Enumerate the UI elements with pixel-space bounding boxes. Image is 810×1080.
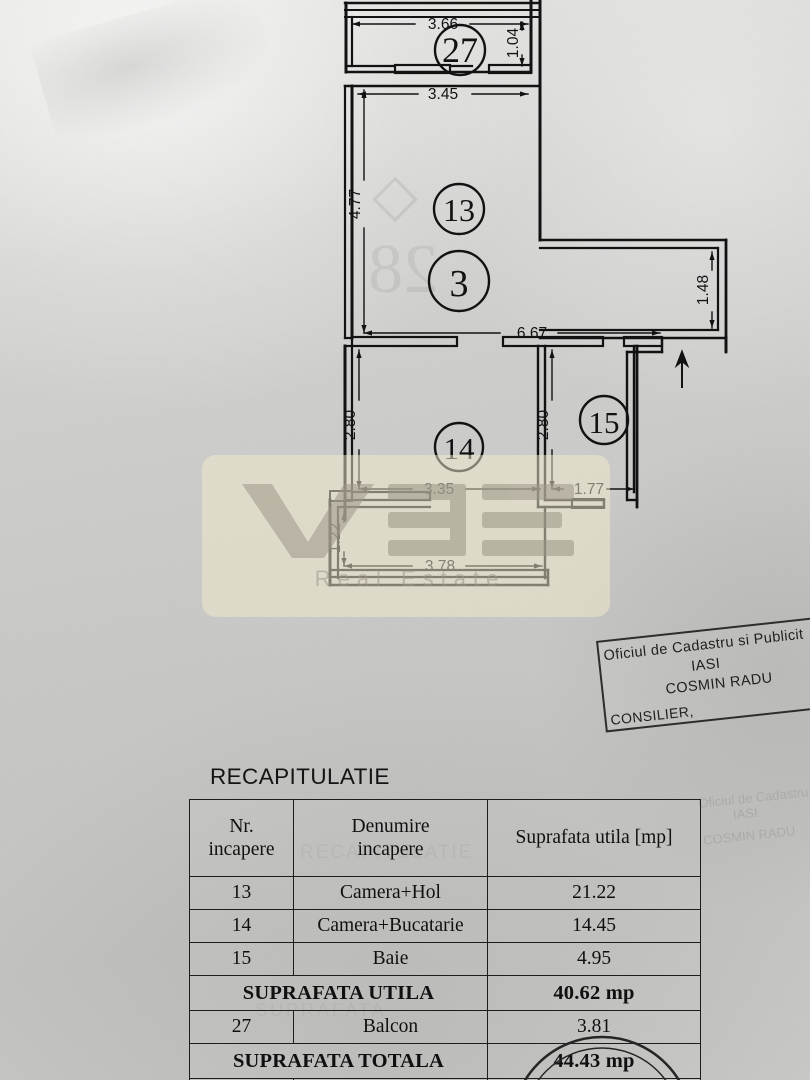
- stamp-person-name: COSMIN RADU: [664, 670, 774, 698]
- table-row: 13 Camera+Hol 21.22: [189, 876, 701, 910]
- header-suprafata-utila: Suprafata utila [mp]: [487, 799, 701, 877]
- row-nr: 14: [189, 909, 294, 943]
- row-nr: 15: [189, 942, 294, 976]
- header-nr-incapere: Nr. incapere: [189, 799, 294, 877]
- stamp-role: CONSILIER,: [609, 702, 695, 728]
- table-row-subtotal: SUPRAFATA UTILA 40.62 mp: [189, 975, 701, 1011]
- header-nr-line2: incapere: [208, 839, 275, 860]
- subtotal-label: SUPRAFATA UTILA: [189, 975, 488, 1011]
- balcony-area: 3.81: [487, 1010, 701, 1044]
- header-nr-line1: Nr.: [229, 816, 254, 837]
- subtotal-value: 40.62 mp: [487, 975, 701, 1011]
- recapitulatie-table: Nr. incapere Denumire incapere Suprafata…: [189, 799, 701, 1080]
- header-denumire-incapere: Denumire incapere: [293, 799, 488, 877]
- stamp-city: IASI: [690, 655, 722, 675]
- recapitulatie-title: RECAPITULATIE: [210, 764, 390, 789]
- table-row-balcony: 27 Balcon 3.81: [189, 1010, 701, 1044]
- balcony-name: Balcon: [293, 1010, 488, 1044]
- total-label: SUPRAFATA TOTALA: [189, 1043, 488, 1079]
- header-denumire-line2: incapere: [357, 839, 424, 860]
- balcony-nr: 27: [189, 1010, 294, 1044]
- row-name: Camera+Bucatarie: [293, 909, 488, 943]
- table-row: 15 Baie 4.95: [189, 942, 701, 976]
- table-header-row: Nr. incapere Denumire incapere Suprafata…: [189, 799, 701, 877]
- total-value: 44.43 mp: [487, 1043, 701, 1079]
- header-denumire-line1: Denumire: [351, 816, 430, 837]
- table-row: 14 Camera+Bucatarie 14.45: [189, 909, 701, 943]
- row-area: 21.22: [487, 876, 701, 910]
- row-nr: 13: [189, 876, 294, 910]
- row-name: Baie: [293, 942, 488, 976]
- row-area: 14.45: [487, 909, 701, 943]
- row-area: 4.95: [487, 942, 701, 976]
- row-name: Camera+Hol: [293, 876, 488, 910]
- table-row-total: SUPRAFATA TOTALA 44.43 mp: [189, 1043, 701, 1079]
